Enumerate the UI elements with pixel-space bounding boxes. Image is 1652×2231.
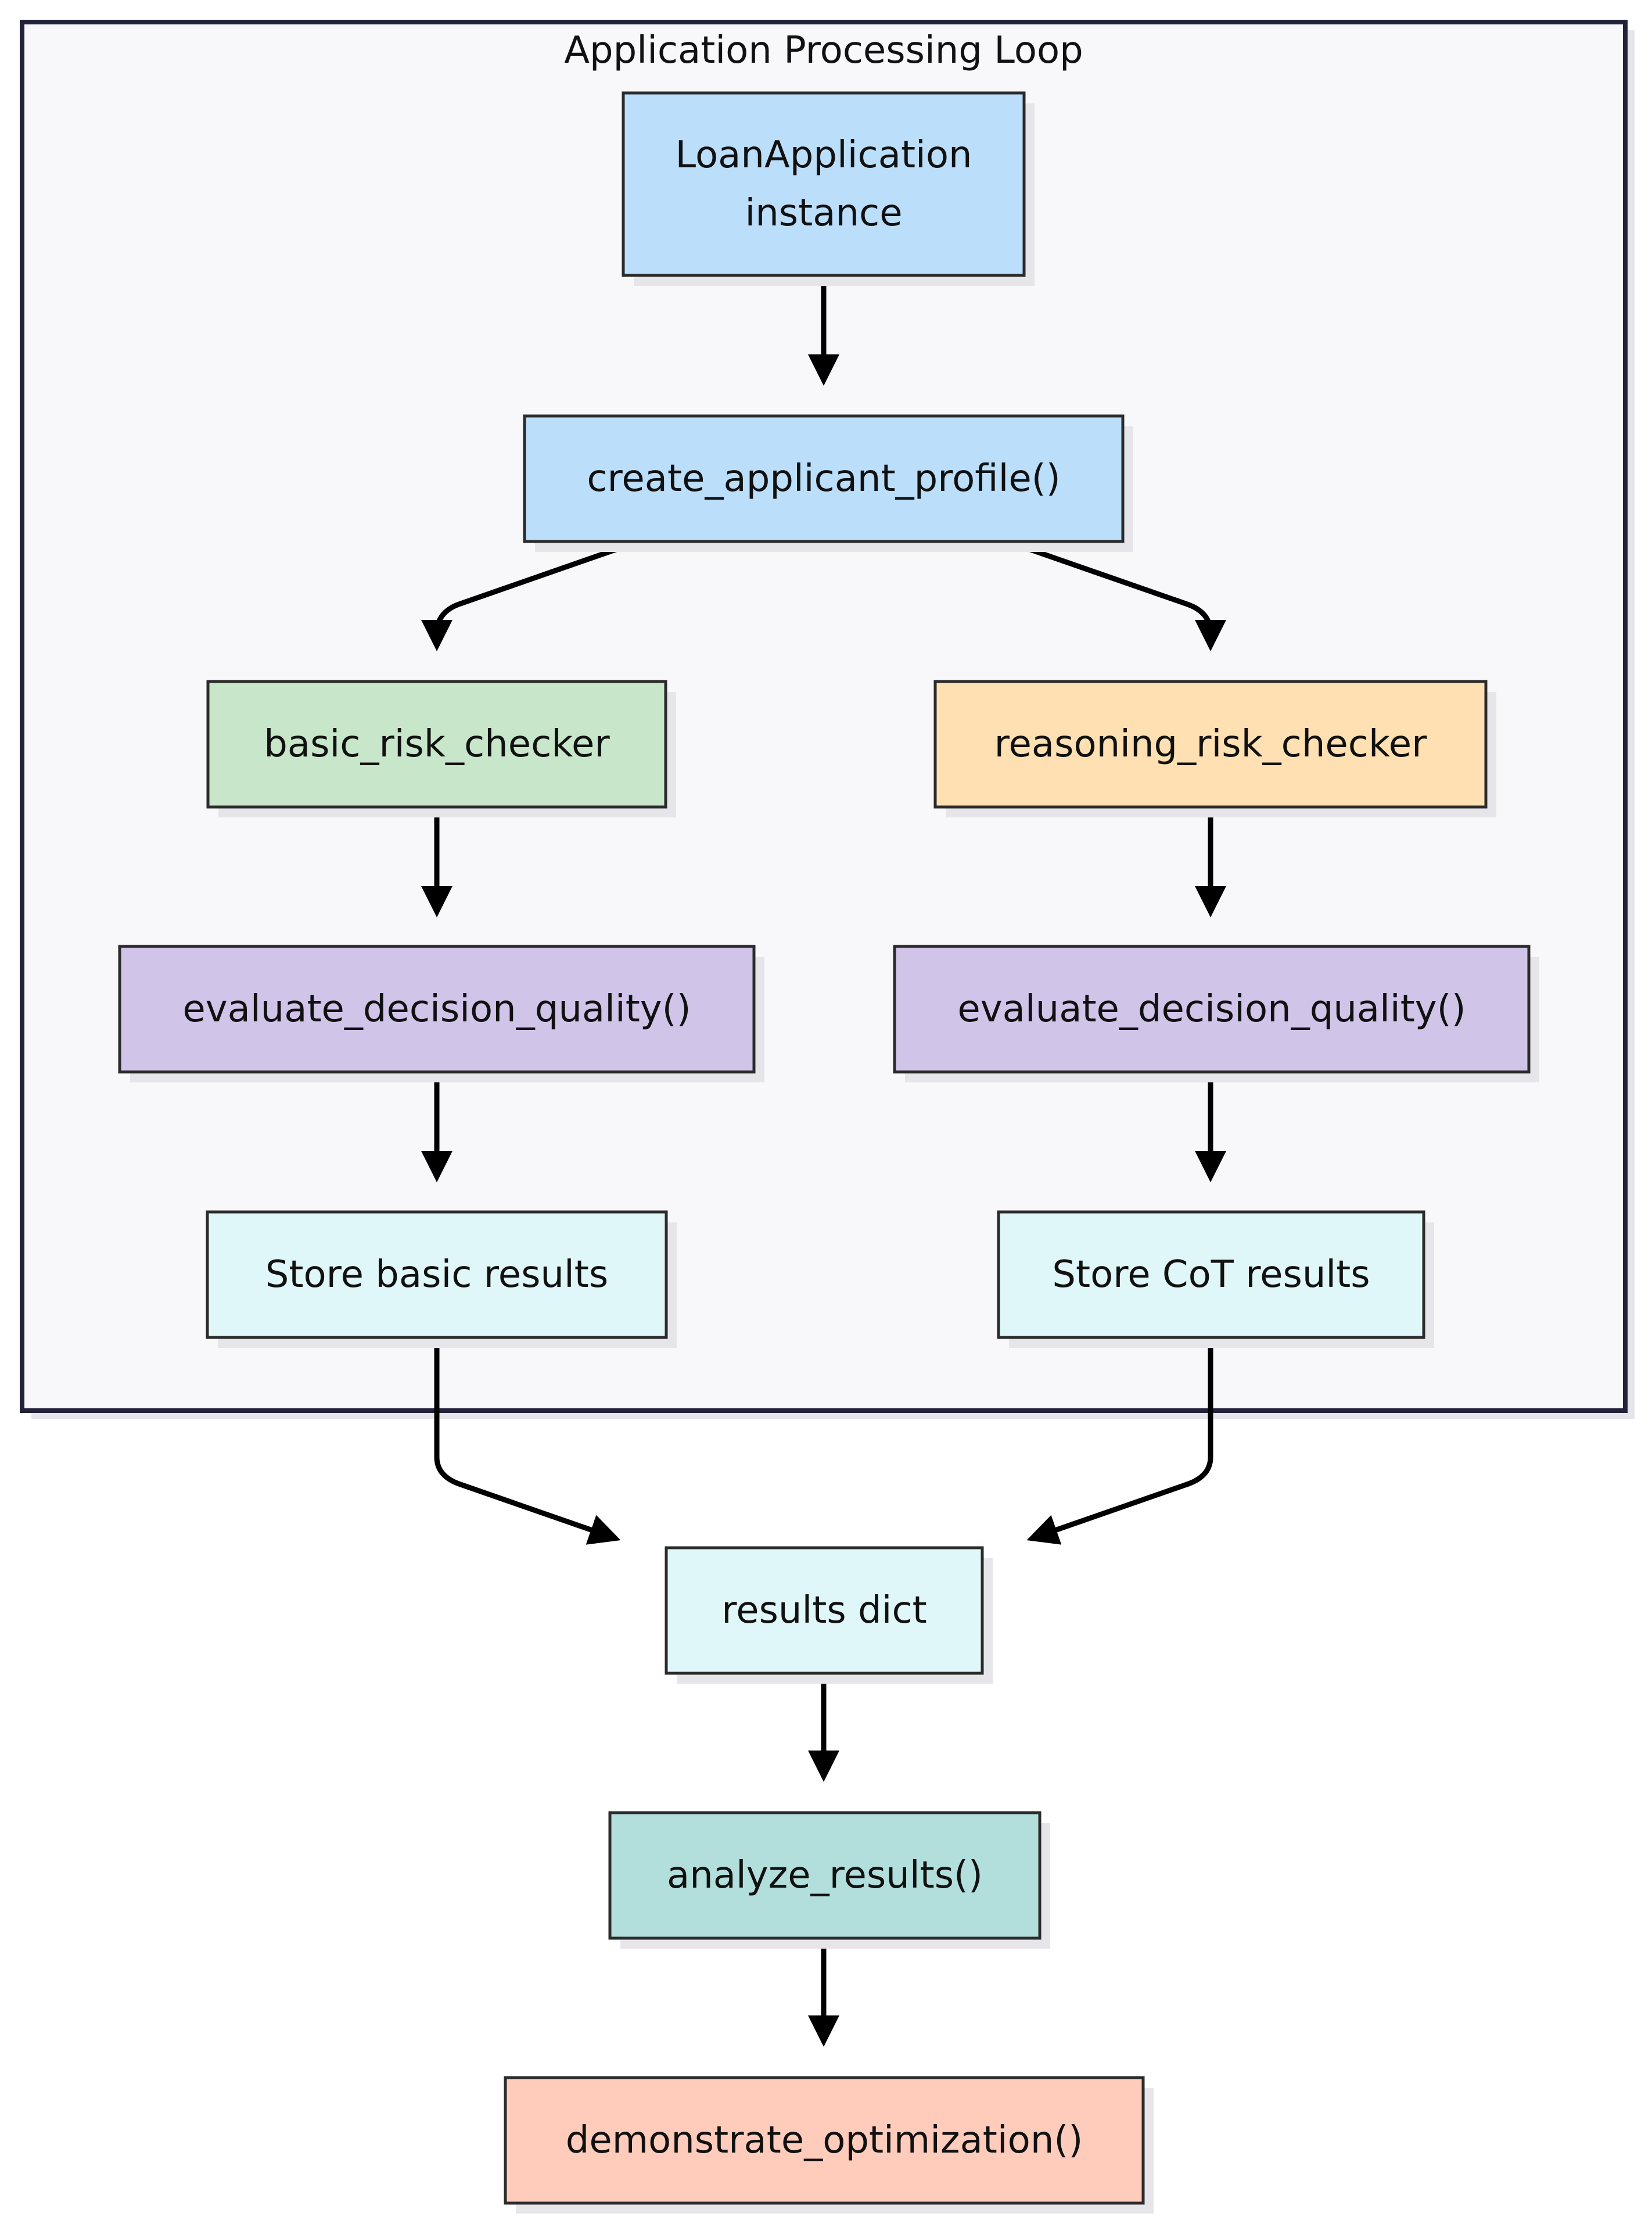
node-box [608, 1811, 1042, 1940]
node-basic-risk-checker: basic_risk_checker [206, 680, 676, 817]
node-evaluate-decision-quality-basic: evaluate_decision_quality() [118, 945, 764, 1082]
node-box [118, 945, 756, 1074]
node-box [206, 1210, 668, 1339]
nodes: LoanApplication instance create_applicant… [118, 91, 1539, 2214]
node-box [523, 414, 1125, 543]
node-box [933, 680, 1488, 809]
node-store-cot-results: Store CoT results [997, 1210, 1434, 1348]
node-label: evaluate_decision_quality() [182, 988, 691, 1031]
node-box [893, 945, 1531, 1074]
node-label: basic_risk_checker [264, 723, 610, 766]
node-label: create_applicant_profile() [587, 457, 1060, 500]
node-analyze-results: analyze_results() [608, 1811, 1050, 1949]
node-label: demonstrate_optimization() [566, 2119, 1083, 2162]
node-label: LoanApplication [675, 134, 972, 177]
edges [421, 277, 1226, 2047]
edge-profile-to-basic [421, 539, 640, 651]
node-create-applicant-profile: create_applicant_profile() [523, 414, 1133, 552]
node-store-basic-results: Store basic results [206, 1210, 677, 1348]
group-title: Application Processing Loop [564, 29, 1083, 72]
node-box [665, 1546, 984, 1675]
node-box [504, 2076, 1145, 2205]
node-box [206, 680, 667, 809]
node-label: evaluate_decision_quality() [957, 988, 1466, 1031]
node-reasoning-risk-checker: reasoning_risk_checker [933, 680, 1496, 817]
node-demonstrate-optimization: demonstrate_optimization() [504, 2076, 1154, 2214]
edge-profile-to-reasoning [1006, 539, 1226, 651]
edge-store-basic-to-results [434, 1337, 621, 1545]
node-label: instance [745, 192, 902, 235]
node-label: reasoning_risk_checker [994, 723, 1428, 766]
node-label: analyze_results() [667, 1854, 983, 1897]
node-label: results dict [721, 1589, 926, 1632]
node-evaluate-decision-quality-reasoning: evaluate_decision_quality() [893, 945, 1539, 1082]
node-results-dict: results dict [665, 1546, 993, 1684]
node-box [622, 91, 1026, 277]
node-box [997, 1210, 1425, 1339]
edge-store-cot-to-results [1026, 1337, 1213, 1545]
node-loan-application: LoanApplication instance [622, 91, 1035, 286]
node-label: Store basic results [265, 1253, 608, 1296]
node-label: Store CoT results [1052, 1253, 1370, 1296]
